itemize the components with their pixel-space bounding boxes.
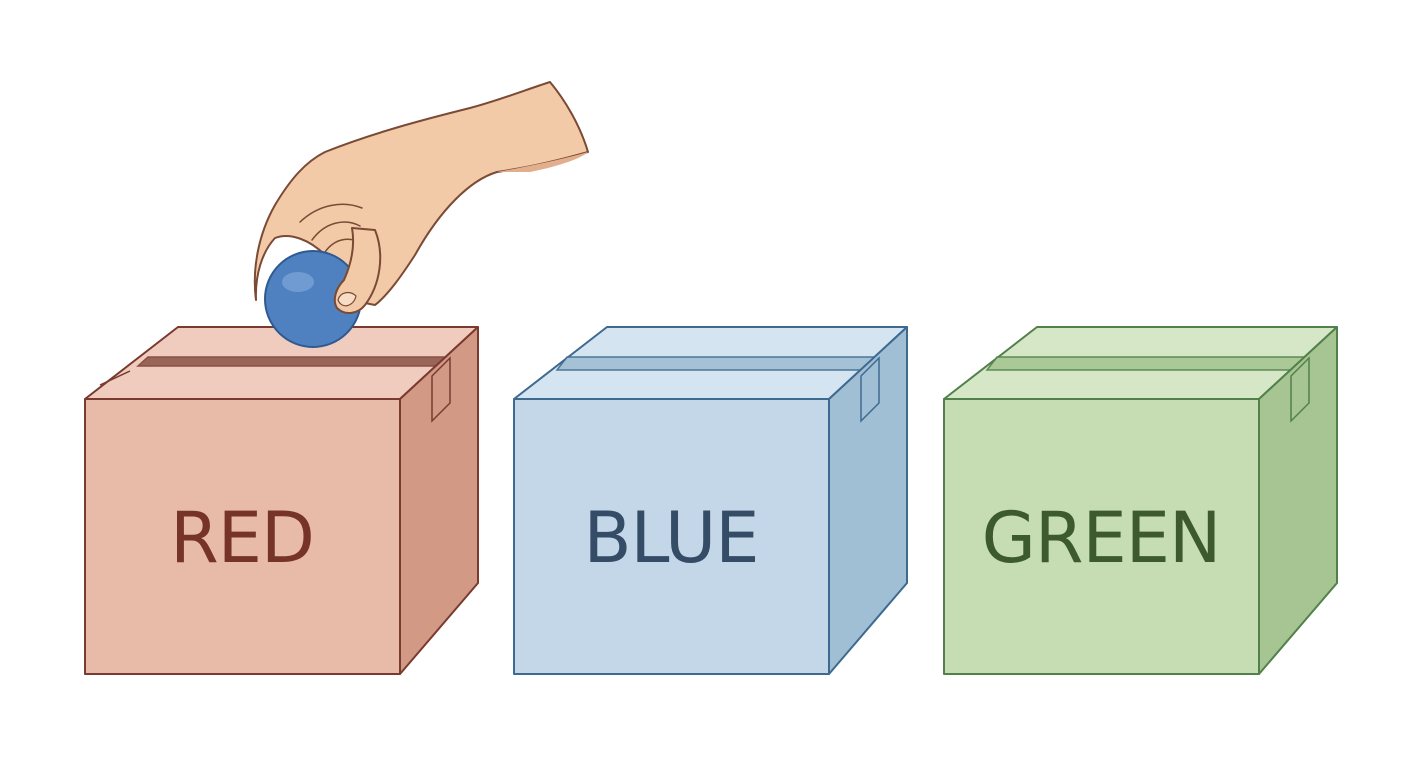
- box-label-blue: BLUE: [584, 497, 759, 579]
- box-side: [1258, 326, 1338, 675]
- box-tape: [431, 356, 451, 423]
- green-box: GREEN: [943, 326, 1338, 675]
- red-box: RED: [84, 326, 479, 675]
- box-tape: [860, 356, 880, 423]
- box-slot: [985, 356, 1324, 371]
- blue-box: BLUE: [513, 326, 908, 675]
- hand-finger-line: [299, 203, 363, 223]
- box-slot: [555, 356, 894, 371]
- hand-thumb-shape: [333, 227, 382, 314]
- hand-wrist-shadow: [497, 152, 588, 172]
- hand-finger-line: [311, 221, 361, 241]
- blue-ball-icon: [264, 250, 362, 348]
- hand-thumb: [333, 227, 382, 314]
- box-side: [399, 326, 479, 675]
- box-label-red: RED: [170, 497, 314, 579]
- box-side: [828, 326, 908, 675]
- box-flap-line: [99, 370, 131, 386]
- box-label-green: GREEN: [982, 497, 1221, 579]
- box-slot: [136, 356, 450, 367]
- box-tape: [1290, 356, 1310, 423]
- ball-highlight: [282, 272, 314, 292]
- thumb-nail: [337, 291, 357, 307]
